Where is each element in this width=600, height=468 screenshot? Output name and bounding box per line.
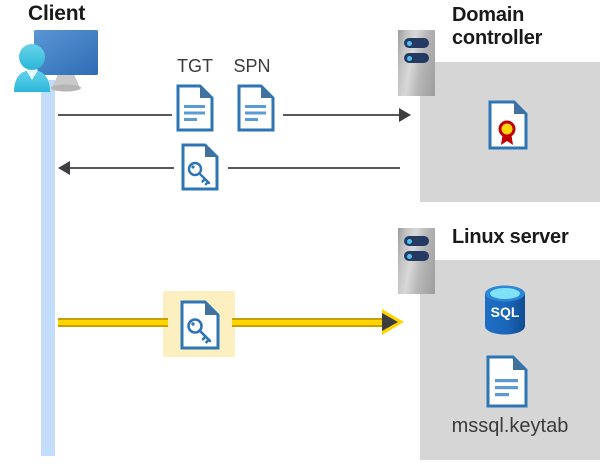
ticket-flow-line-right bbox=[232, 318, 387, 327]
server-bar bbox=[404, 236, 429, 246]
spn-label: SPN bbox=[233, 56, 271, 76]
request-arrowhead-icon bbox=[399, 108, 411, 122]
server-bar bbox=[404, 251, 429, 261]
linux-server-title: Linux server bbox=[452, 226, 569, 248]
ticket-key-document-icon bbox=[180, 300, 220, 350]
ticket-flow-line-left bbox=[58, 318, 168, 327]
sql-label: SQL bbox=[491, 304, 520, 320]
client-lifeline bbox=[41, 80, 55, 456]
key-document-icon bbox=[181, 143, 219, 191]
keytab-document-icon bbox=[486, 355, 528, 408]
request-flow-line-right bbox=[283, 114, 400, 116]
certificate-document-icon bbox=[488, 100, 528, 150]
tgt-document-icon bbox=[176, 84, 214, 132]
server-bar bbox=[404, 38, 429, 48]
linux-server-icon bbox=[398, 228, 435, 294]
keytab-filename-label: mssql.keytab bbox=[451, 415, 569, 437]
tgt-label: TGT bbox=[177, 56, 213, 76]
response-flow-line-left bbox=[70, 167, 174, 169]
server-bar bbox=[404, 53, 429, 63]
ticket-arrowhead-icon bbox=[382, 313, 398, 331]
response-flow-line-right bbox=[228, 167, 400, 169]
response-arrowhead-icon bbox=[58, 161, 70, 175]
domain-controller-server-icon bbox=[398, 30, 435, 96]
client-title: Client bbox=[28, 2, 86, 25]
sql-database-icon: SQL bbox=[481, 284, 529, 336]
client-computer-icon bbox=[8, 26, 104, 96]
request-flow-line-left bbox=[58, 114, 172, 116]
domain-controller-title: Domain controller bbox=[452, 4, 543, 49]
spn-document-icon bbox=[237, 84, 275, 132]
